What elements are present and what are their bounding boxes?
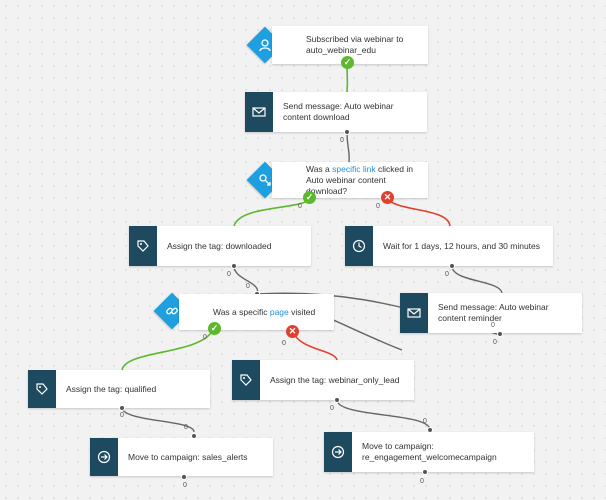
contact-count: 0 xyxy=(282,340,286,347)
action-move-campaign-sales-alerts[interactable]: Move to campaign: sales_alerts xyxy=(90,438,273,476)
cond2-text-pre: Was a specific xyxy=(213,306,270,317)
condition-page-visited[interactable]: Was a specific page visited xyxy=(179,294,334,330)
output-port[interactable] xyxy=(334,397,340,403)
cond1-text-post: clicked in Auto webinar content download… xyxy=(306,163,413,196)
condition-link-clicked[interactable]: Was a specific link clicked in Auto webi… xyxy=(272,162,428,198)
link-click-icon xyxy=(259,174,271,186)
contact-count: 0 xyxy=(340,137,344,144)
contact-count: 0 xyxy=(330,405,334,412)
wire-tagqualified-movesales xyxy=(121,407,195,433)
contact-count: 0 xyxy=(203,334,207,341)
envelope-icon xyxy=(400,293,428,333)
wire-cond2-tagqualified xyxy=(121,329,214,371)
action-assign-tag-webinar-only-lead[interactable]: Assign the tag: webinar_only_lead xyxy=(232,360,414,400)
contact-count: 0 xyxy=(298,203,302,210)
condition-diamond-page[interactable] xyxy=(153,292,191,330)
action-send-message-reminder[interactable]: Send message: Auto webinar content remin… xyxy=(400,293,582,333)
output-port[interactable] xyxy=(119,405,125,411)
contact-count: 0 xyxy=(493,339,497,346)
wire-send1-cond1 xyxy=(346,131,350,163)
tag-icon xyxy=(28,370,56,408)
tag-icon xyxy=(232,360,260,400)
specific-link[interactable]: specific link xyxy=(332,163,376,174)
contact-count: 0 xyxy=(376,203,380,210)
action-assign-tag-downloaded[interactable]: Assign the tag: downloaded xyxy=(129,226,311,266)
action-send-message-download[interactable]: Send message: Auto webinar content downl… xyxy=(245,92,427,132)
node-label: Was a specific link clicked in Auto webi… xyxy=(296,164,428,197)
tag-icon xyxy=(129,226,157,266)
contact-count: 0 xyxy=(227,271,231,278)
contact-count: 0 xyxy=(420,478,424,485)
condition-diamond-link[interactable] xyxy=(246,161,284,199)
no-x-badge: ✕ xyxy=(381,191,394,204)
node-label: Assign the tag: webinar_only_lead xyxy=(270,374,400,385)
input-port[interactable] xyxy=(427,427,433,433)
node-label: Assign the tag: downloaded xyxy=(167,240,272,251)
cond2-text-post: visited xyxy=(288,306,316,317)
node-label: Wait for 1 days, 12 hours, and 30 minute… xyxy=(383,240,541,251)
no-x-badge: ✕ xyxy=(286,325,299,338)
link-icon xyxy=(166,307,178,315)
yes-check-badge: ✓ xyxy=(341,56,354,69)
node-label: Subscribed via webinar to auto_webinar_e… xyxy=(306,34,404,55)
contact-count: 0 xyxy=(184,424,188,431)
output-port[interactable] xyxy=(422,469,428,475)
envelope-icon xyxy=(245,92,273,132)
action-move-campaign-re-engagement[interactable]: Move to campaign: re_engagement_welcomec… xyxy=(324,432,534,472)
yes-check-badge: ✓ xyxy=(303,191,316,204)
node-label: Send message: Auto webinar content remin… xyxy=(438,302,549,323)
action-wait[interactable]: Wait for 1 days, 12 hours, and 30 minute… xyxy=(345,226,553,266)
page-link[interactable]: page xyxy=(269,306,289,317)
wire-wait-send2 xyxy=(451,265,503,294)
output-port[interactable] xyxy=(449,263,455,269)
contact-count: 0 xyxy=(120,412,124,419)
arrow-right-circle-icon xyxy=(90,438,118,476)
clock-icon xyxy=(345,226,373,266)
cond1-text-pre: Was a xyxy=(306,163,333,174)
output-port[interactable] xyxy=(181,474,187,480)
contact-count: 0 xyxy=(183,482,187,489)
output-port[interactable] xyxy=(231,263,237,269)
node-label: Move to campaign: sales_alerts xyxy=(128,451,248,462)
input-port[interactable] xyxy=(191,433,197,439)
action-assign-tag-qualified[interactable]: Assign the tag: qualified xyxy=(28,370,210,408)
contact-count: 0 xyxy=(246,283,250,290)
output-port[interactable] xyxy=(497,331,503,337)
trigger-diamond[interactable] xyxy=(246,26,284,64)
contact-count: 0 xyxy=(491,322,495,329)
arrow-right-circle-icon xyxy=(324,432,352,472)
contact-count: 0 xyxy=(445,271,449,278)
wire-cond1-wait xyxy=(386,198,451,227)
output-port[interactable] xyxy=(344,129,350,135)
node-label: Was a specific page visited xyxy=(203,307,323,318)
user-icon xyxy=(259,39,271,52)
node-label: Move to campaign: re_engagement_welcomec… xyxy=(362,441,497,462)
contact-count: 0 xyxy=(423,418,427,425)
node-label: Send message: Auto webinar content downl… xyxy=(283,101,394,122)
node-label: Assign the tag: qualified xyxy=(66,383,157,394)
yes-check-badge: ✓ xyxy=(208,322,221,335)
wire-tagwebinar-movereeng xyxy=(336,399,431,431)
wire-cond2-tagwebinar xyxy=(292,331,338,361)
